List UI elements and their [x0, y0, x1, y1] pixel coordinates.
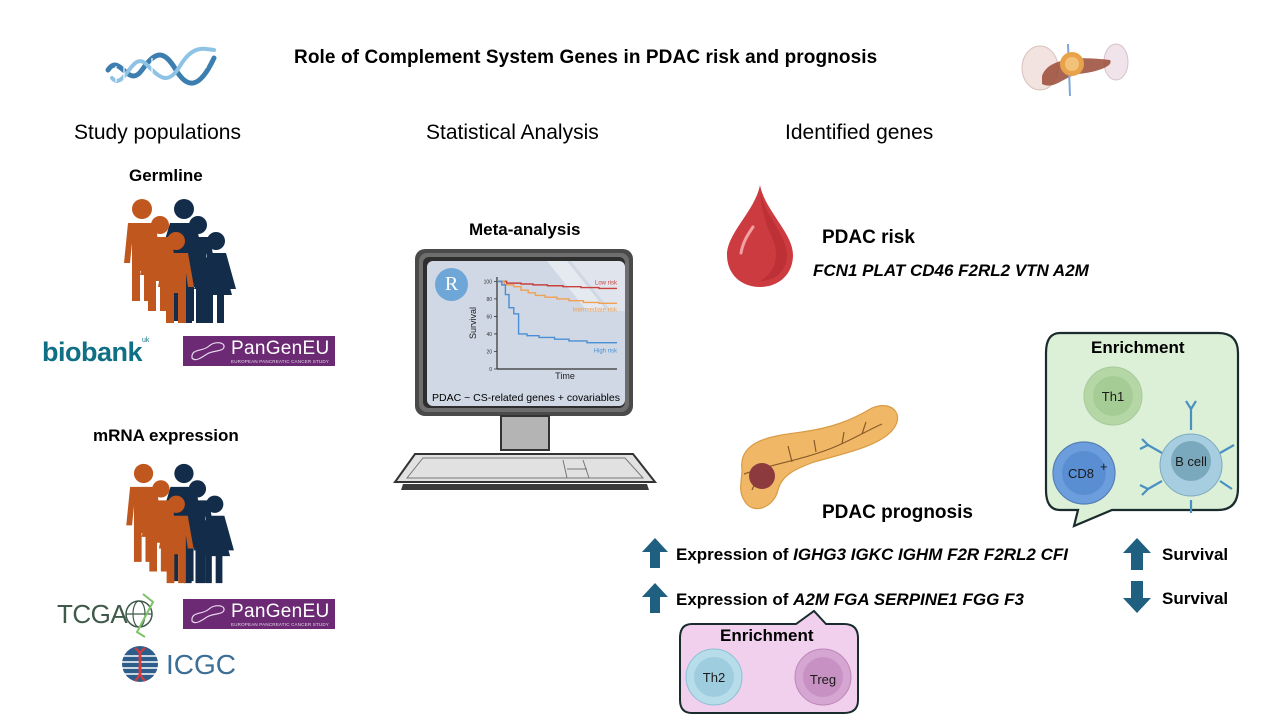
- y-tick-label: 80: [486, 297, 492, 303]
- prognosis-row-2: Expression of A2M FGA SERPINE1 FGG F3: [676, 590, 1024, 609]
- population-people-icon: [126, 463, 234, 584]
- section-identified-genes: Identified genes: [785, 121, 934, 144]
- x-axis-label: Time: [555, 371, 575, 381]
- pdac-risk-genes: FCN1 PLAT CD46 F2RL2 VTN A2M: [813, 261, 1089, 280]
- pancreas-outline-icon: [191, 605, 225, 624]
- biobank-logo: biobankuk: [42, 337, 150, 367]
- cd8-label: CD8: [1068, 466, 1094, 481]
- section-study-populations: Study populations: [74, 121, 241, 144]
- treg-cell-icon: [794, 648, 852, 706]
- th1-label: Th1: [1102, 389, 1124, 404]
- treg-label: Treg: [810, 672, 836, 687]
- dna-helix-icon: [105, 46, 217, 86]
- r-logo: R: [435, 268, 468, 301]
- blood-drop-icon: [727, 185, 793, 287]
- legend-label-high-risk: High risk: [594, 349, 618, 355]
- survival-up-label: Survival: [1162, 545, 1229, 564]
- pangeneu-logo-germline: PanGenEU EUROPEAN PANCREATIC CANCER STUD…: [183, 336, 335, 366]
- legend-label-intermediate-risk: Intermediate risk: [573, 307, 618, 313]
- mrna-expression-label: mRNA expression: [93, 426, 239, 445]
- enrichment-good-label: Enrichment: [1091, 338, 1185, 357]
- b-cell-label: B cell: [1175, 454, 1207, 469]
- legend-label-low-risk: Low risk: [595, 280, 618, 286]
- pancreas-anatomy-icon: [1021, 43, 1129, 97]
- cd8-superscript: +: [1100, 459, 1108, 474]
- arrow-up-icon: [642, 538, 668, 568]
- prognosis-row-1: Expression of IGHG3 IGKC IGHM F2R F2RL2 …: [676, 545, 1068, 564]
- tcga-logo: TCGA: [55, 592, 165, 638]
- series-line-intermediate-risk: [497, 280, 617, 304]
- pancreas-outline-icon: [191, 342, 225, 361]
- th1-cell-icon: [1083, 366, 1143, 426]
- globe-dna-icon: [122, 646, 158, 682]
- series-line-high-risk: [497, 280, 617, 344]
- immune-cells-good: Th1 CD8 + B cell: [1052, 366, 1235, 513]
- th2-label: Th2: [703, 670, 725, 685]
- arrow-down-icon: [1123, 581, 1151, 613]
- germline-label: Germline: [129, 166, 203, 185]
- pancreas-tumor-icon: [740, 405, 899, 510]
- section-statistical-analysis: Statistical Analysis: [426, 121, 599, 144]
- y-tick-label: 60: [486, 314, 492, 320]
- b-cell-icon: [1139, 400, 1235, 513]
- meta-analysis-label: Meta-analysis: [469, 220, 581, 239]
- y-axis-label: Survival: [468, 307, 478, 339]
- regression-formula: PDAC ~ CS-related genes + covariables: [432, 392, 620, 404]
- globe-icon: [125, 593, 155, 638]
- immune-cells-bad: Th2 Treg: [685, 648, 852, 706]
- pangeneu-logo-mrna: PanGenEU EUROPEAN PANCREATIC CANCER STUD…: [183, 599, 335, 629]
- icgc-logo: ICGC: [120, 644, 236, 684]
- cd8-cell-icon: [1052, 441, 1116, 505]
- y-tick-label: 40: [486, 332, 492, 338]
- population-people-icon: [124, 199, 236, 323]
- arrow-up-icon: [642, 583, 668, 613]
- y-tick-label: 100: [484, 279, 493, 285]
- enrichment-bad-label: Enrichment: [720, 626, 814, 645]
- y-tick-label: 20: [486, 349, 492, 355]
- th2-cell-icon: [685, 648, 743, 706]
- y-tick-label: 0: [489, 367, 492, 373]
- pdac-prognosis-heading: PDAC prognosis: [822, 502, 973, 523]
- page-title: Role of Complement System Genes in PDAC …: [294, 47, 878, 68]
- series-line-low-risk: [497, 280, 617, 290]
- pdac-risk-heading: PDAC risk: [822, 227, 915, 248]
- arrow-up-icon: [1123, 538, 1151, 570]
- survival-down-label: Survival: [1162, 589, 1229, 608]
